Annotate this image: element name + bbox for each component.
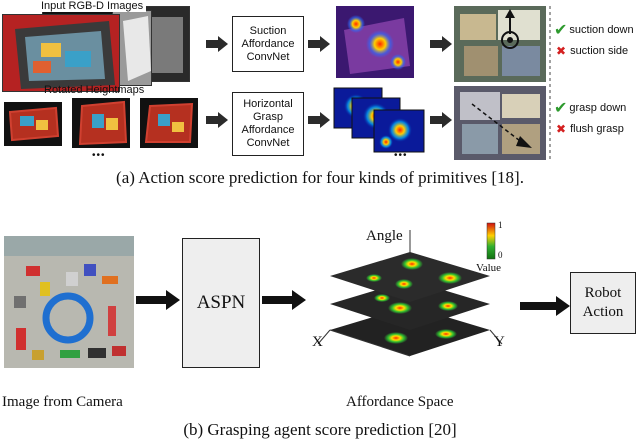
affordance-caption: Affordance Space	[346, 394, 454, 410]
robot-action-box: Robot Action	[570, 272, 636, 334]
check-icon: ✔	[554, 20, 568, 39]
check-icon: ✔	[554, 98, 568, 117]
heightmap-label: Rotated Heightmaps	[44, 84, 145, 96]
suction-result-photo	[454, 6, 546, 82]
arrow-to-grasp-result	[430, 112, 452, 128]
affordance-layer-bottom	[330, 306, 490, 356]
value-colorbar	[486, 222, 496, 260]
flush-grasp-label: flush grasp	[570, 123, 624, 135]
colorbar-min-label: 0	[498, 250, 503, 260]
grasp-down-item: ✔ grasp down	[554, 98, 626, 117]
colorbar-max-label: 1	[498, 220, 503, 230]
panel-b: ASPN Angle X Y	[0, 200, 640, 439]
rgb-image	[2, 14, 120, 92]
suction-side-label: suction side	[570, 45, 629, 57]
affordance-space	[317, 230, 503, 357]
arrow-to-aspn	[136, 290, 180, 310]
grasp-down-label: grasp down	[569, 101, 627, 114]
flush-grasp-item: ✖ flush grasp	[556, 122, 624, 136]
angle-axis-label: Angle	[366, 228, 403, 244]
arrow-to-suction-result	[430, 36, 452, 52]
y-axis-label: Y	[494, 334, 505, 350]
cross-icon: ✖	[556, 44, 567, 58]
heightmap-2	[72, 98, 130, 148]
suction-down-item: ✔ suction down	[554, 20, 634, 39]
arrow-to-grasp-maps	[308, 112, 330, 128]
cross-icon: ✖	[556, 122, 567, 136]
affordance-layer-top	[330, 252, 490, 302]
arrow-to-grasp-net	[206, 112, 228, 128]
arrow-to-suction-map	[308, 36, 330, 52]
camera-image	[4, 236, 134, 368]
arrow-to-robot-action	[520, 296, 570, 316]
grasp-affordance-convnet: Horizontal Grasp Affordance ConvNet	[232, 92, 304, 156]
aspn-box: ASPN	[182, 238, 260, 368]
grasp-result-photo	[454, 86, 546, 160]
heightmap-ellipsis: •••	[92, 150, 106, 161]
suction-down-label: suction down	[569, 23, 634, 36]
caption-b: (b) Grasping agent score prediction [20]	[183, 420, 457, 439]
heightmap-3	[140, 98, 198, 148]
rotated-heightmaps	[4, 98, 198, 148]
suction-side-item: ✖ suction side	[556, 44, 628, 58]
camera-caption: Image from Camera	[2, 394, 123, 410]
suction-affordance-map	[336, 6, 414, 78]
input-rgbd-label: Input RGB-D Images	[38, 0, 147, 12]
grasp-maps-ellipsis: •••	[394, 150, 408, 161]
grasp-affordance-maps	[333, 87, 425, 153]
heightmap-1	[4, 102, 62, 146]
caption-a: (a) Action score prediction for four kin…	[116, 168, 524, 187]
arrow-to-suction-net	[206, 36, 228, 52]
arrow-to-affordance	[262, 290, 306, 310]
suction-affordance-convnet: Suction Affordance ConvNet	[232, 16, 304, 72]
result-separator	[549, 6, 551, 160]
rgbd-image-stack: Input RGB-D Images	[2, 0, 202, 92]
panel-a: Input RGB-D Images Rotated Heightmaps ••…	[0, 0, 640, 200]
x-axis-label: X	[312, 334, 323, 350]
value-label: Value	[476, 262, 502, 274]
